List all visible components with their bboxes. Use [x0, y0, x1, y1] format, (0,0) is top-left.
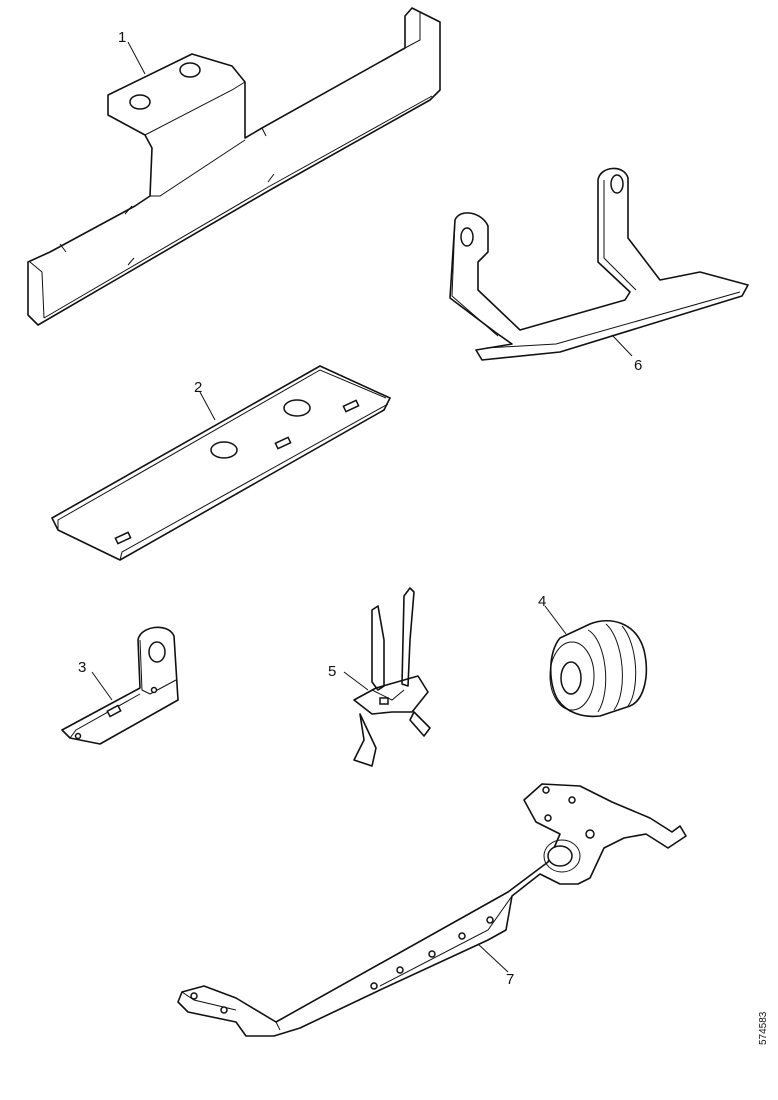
part-1-bracket — [27, 7, 441, 326]
leader-6 — [611, 334, 633, 357]
part-2-plate — [51, 365, 391, 561]
callout-5: 5 — [328, 663, 336, 680]
callout-4: 4 — [538, 593, 546, 610]
part-6-bracket — [449, 167, 749, 361]
part-5-clip — [353, 587, 431, 767]
part-4-grommet — [549, 620, 648, 718]
leader-2 — [199, 391, 216, 421]
callout-2: 2 — [194, 379, 202, 396]
leader-3 — [91, 671, 113, 701]
leader-7 — [477, 943, 509, 973]
leader-1 — [127, 41, 146, 75]
part-3-angle-bracket — [61, 626, 179, 745]
leader-5 — [343, 671, 369, 691]
callout-1: 1 — [118, 29, 126, 46]
callout-6: 6 — [634, 357, 642, 374]
part-7-lever-arm — [177, 783, 687, 1037]
leader-4 — [544, 605, 567, 635]
callout-3: 3 — [78, 659, 86, 676]
callout-7: 7 — [506, 971, 514, 988]
drawing-code: 574583 — [758, 1011, 769, 1045]
